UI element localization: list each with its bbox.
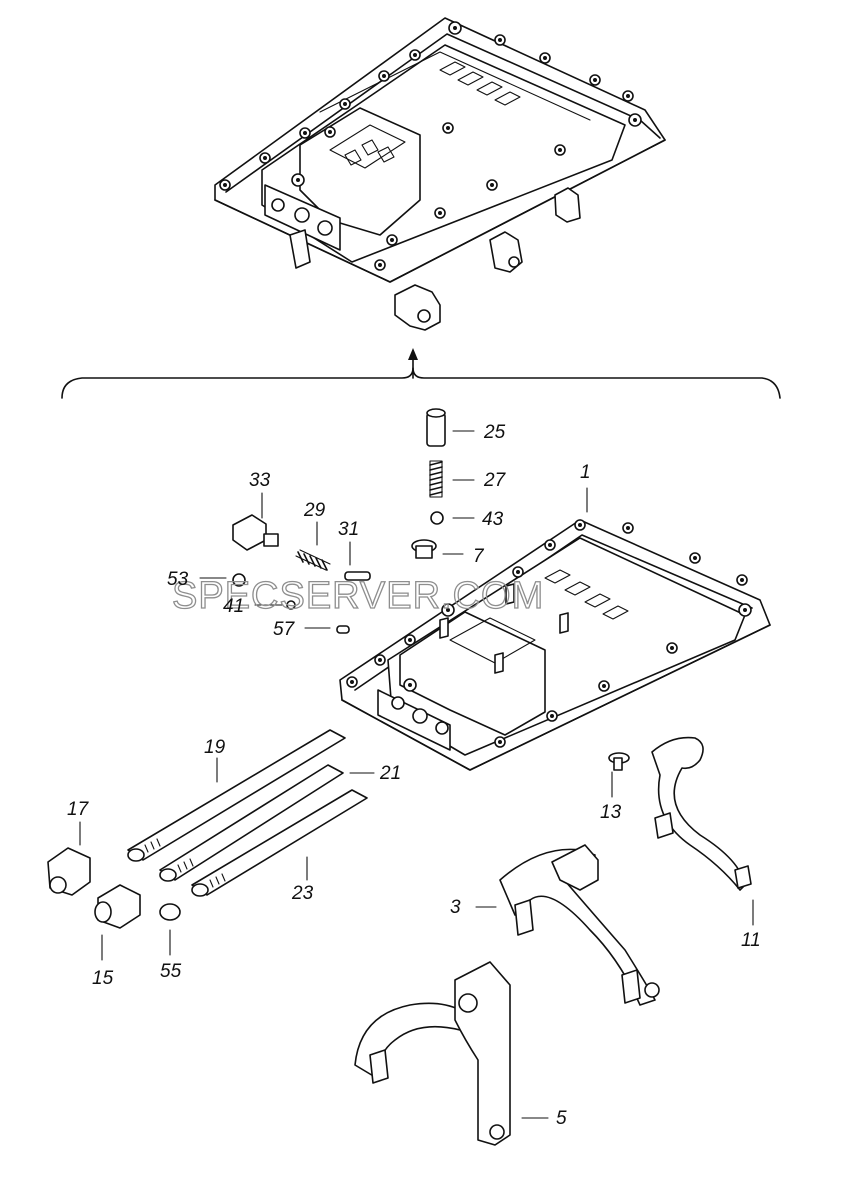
label-57: 57 bbox=[273, 619, 296, 640]
part-5-shift-fork bbox=[354, 961, 511, 1146]
part-13-bolt bbox=[608, 752, 630, 771]
label-55: 55 bbox=[160, 961, 182, 982]
assembled-shift-cover bbox=[214, 17, 666, 331]
part-3-shift-fork bbox=[499, 844, 660, 1006]
assembly-arrow bbox=[408, 348, 418, 379]
label-11: 11 bbox=[741, 930, 761, 951]
part-7-plug bbox=[411, 539, 437, 559]
part-25-sleeve bbox=[426, 408, 446, 447]
label-13: 13 bbox=[600, 802, 622, 823]
part-1-cover-body bbox=[339, 519, 771, 771]
part-17-collar bbox=[47, 847, 91, 896]
part-41-ball bbox=[286, 600, 296, 610]
label-43: 43 bbox=[482, 509, 504, 530]
label-17: 17 bbox=[67, 799, 90, 820]
label-15: 15 bbox=[92, 968, 114, 989]
part-11-shift-fork bbox=[651, 736, 752, 891]
label-19: 19 bbox=[204, 737, 226, 758]
label-5: 5 bbox=[556, 1108, 567, 1129]
part-57-pin bbox=[336, 625, 350, 634]
part-19-shift-rail bbox=[127, 729, 346, 862]
part-55-washer bbox=[159, 903, 181, 921]
part-53-ring bbox=[232, 573, 246, 587]
label-27: 27 bbox=[483, 470, 507, 491]
watermark-text: SPECSERVER.COM bbox=[172, 575, 544, 617]
part-23-shift-rail bbox=[191, 789, 368, 897]
part-27-spring bbox=[429, 460, 443, 498]
label-7: 7 bbox=[473, 546, 485, 567]
label-23: 23 bbox=[291, 883, 314, 904]
part-29-spring bbox=[295, 549, 331, 571]
label-41: 41 bbox=[223, 596, 244, 617]
label-53: 53 bbox=[167, 569, 189, 590]
part-33-switch bbox=[232, 514, 279, 551]
leader-lines bbox=[79, 430, 754, 1119]
label-33: 33 bbox=[249, 470, 271, 491]
label-31: 31 bbox=[338, 519, 359, 540]
part-21-shift-rail bbox=[159, 764, 344, 882]
label-29: 29 bbox=[303, 500, 326, 521]
label-21: 21 bbox=[379, 763, 401, 784]
label-3: 3 bbox=[450, 897, 461, 918]
exploded-view-brace bbox=[61, 367, 781, 399]
part-31-pin bbox=[344, 571, 371, 581]
label-25: 25 bbox=[483, 422, 506, 443]
part-number-labels: 1 3 5 7 11 13 15 17 19 21 23 25 27 29 31… bbox=[67, 422, 761, 1129]
label-1: 1 bbox=[580, 462, 591, 483]
part-43-ball bbox=[430, 511, 444, 525]
part-15-collar bbox=[94, 884, 141, 929]
